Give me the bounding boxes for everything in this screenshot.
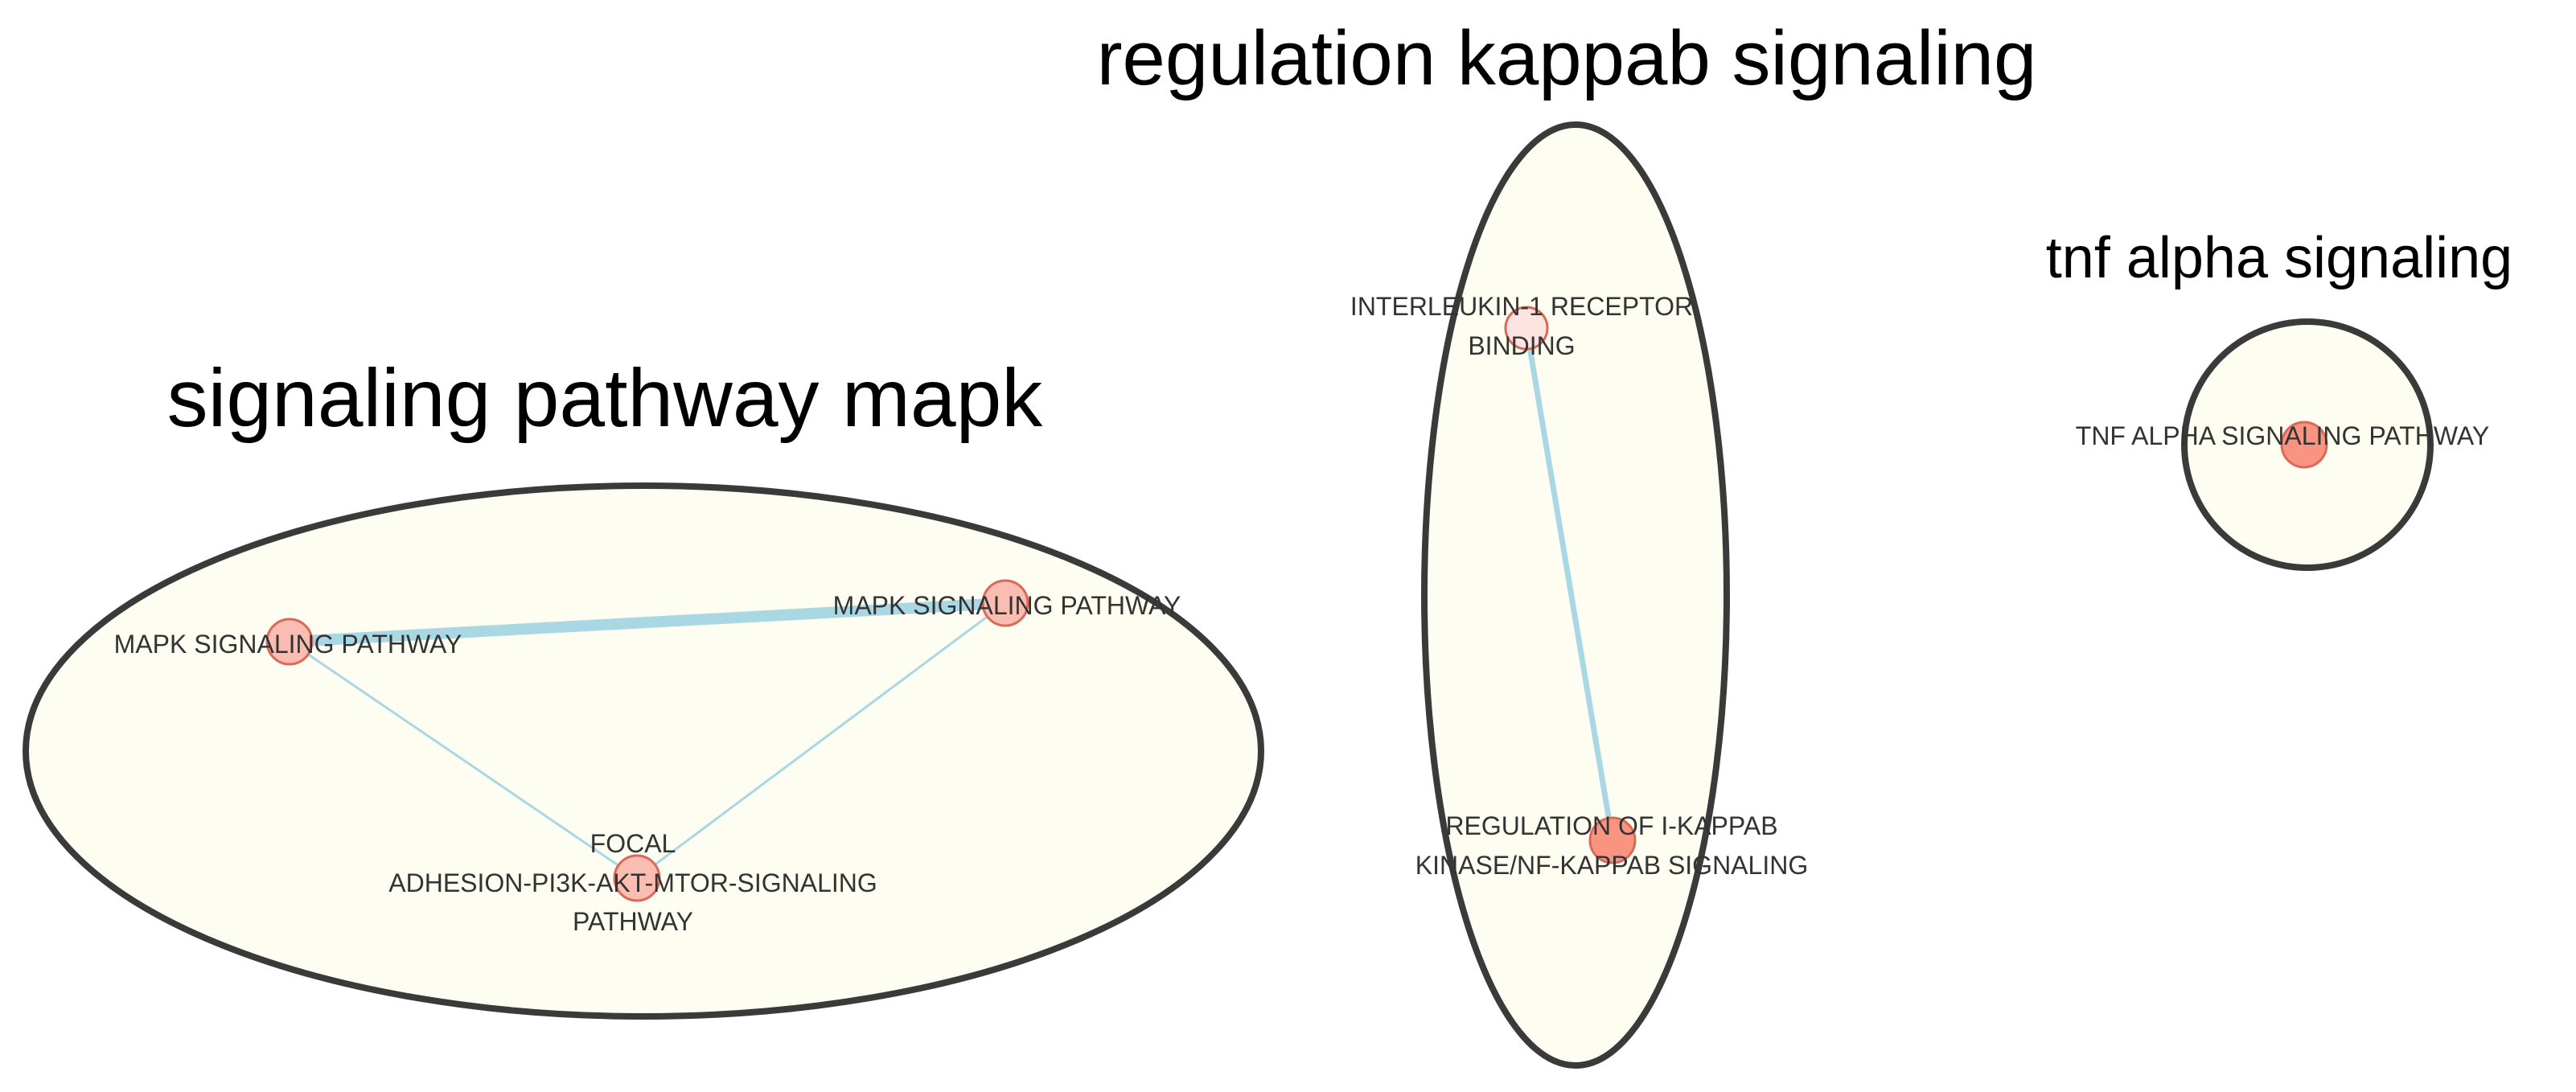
node-label: TNF ALPHA SIGNALING PATHWAY xyxy=(2076,421,2489,450)
edge xyxy=(1523,327,1616,841)
edge xyxy=(636,601,1006,880)
edge xyxy=(289,640,638,880)
node[interactable] xyxy=(613,854,661,902)
node[interactable] xyxy=(265,618,314,666)
cluster-regulation-kappab-signaling: regulation kappab signaling INTERLEUKIN-… xyxy=(1097,15,2037,1069)
cluster-title: regulation kappab signaling xyxy=(1097,15,2037,101)
node[interactable] xyxy=(1588,816,1637,864)
node-label: FOCAL xyxy=(590,829,676,858)
node[interactable] xyxy=(981,579,1029,627)
node[interactable] xyxy=(1504,306,1549,351)
node-label: MAPK SIGNALING PATHWAY xyxy=(833,591,1181,620)
cluster-title: tnf alpha signaling xyxy=(2046,226,2512,290)
cluster-title: signaling pathway mapk xyxy=(167,352,1044,444)
cluster-signaling-pathway-mapk: signaling pathway mapk MAPK SIGNALING PA… xyxy=(23,352,1264,1020)
node-label: REGULATION OF I-KAPPAB xyxy=(1445,811,1777,840)
cluster-tnf-alpha-signaling: tnf alpha signaling TNF ALPHA SIGNALING … xyxy=(2046,226,2512,571)
cluster-boundary xyxy=(23,482,1264,1020)
node-label: BINDING xyxy=(1468,331,1575,360)
node-label: PATHWAY xyxy=(573,907,693,936)
node-label: ADHESION-PI3K-AKT-MTOR-SIGNALING xyxy=(388,868,877,897)
node-label: MAPK SIGNALING PATHWAY xyxy=(114,630,462,659)
node-label: KINASE/NF-KAPPAB SIGNALING xyxy=(1415,851,1808,880)
edge xyxy=(289,597,1006,647)
cluster-boundary xyxy=(1421,121,1730,1069)
node[interactable] xyxy=(2280,421,2328,469)
node-label: INTERLEUKIN-1 RECEPTOR xyxy=(1350,292,1693,321)
